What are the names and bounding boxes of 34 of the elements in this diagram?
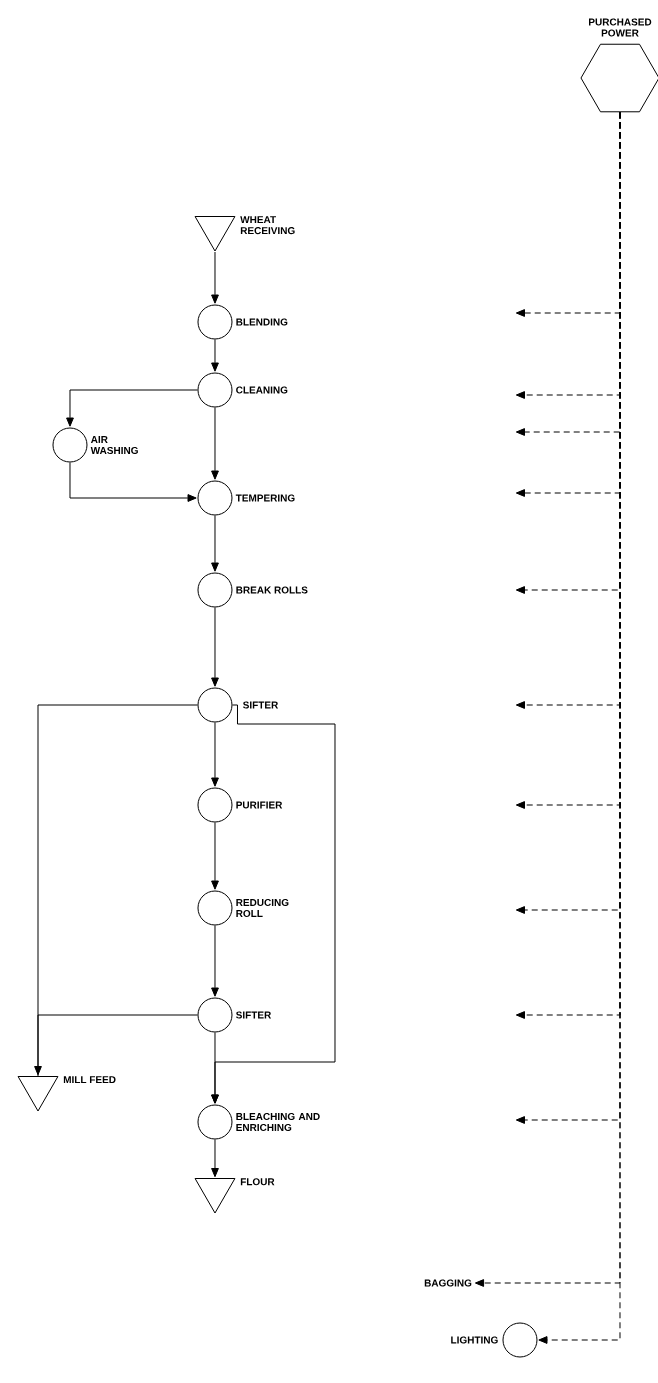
process-label: BAGGING [424,1279,472,1287]
arrow [34,1014,198,1076]
storage-triangle: FLOUR [194,1178,275,1214]
arrow [211,251,219,304]
arrow [211,822,219,890]
node-label: BREAK ROLLS [236,586,308,594]
node-label: LIGHTING [451,1336,498,1344]
node-label: PURIFIER [236,801,283,809]
arrow [211,722,219,787]
node-label: BLENDING [236,318,288,326]
supply-hexagon: PURCHASED POWER [580,18,658,113]
node-label: REDUCING ROLL [236,898,289,918]
node-label: BLEACHING AND ENRICHING [236,1112,320,1132]
node-label: FLOUR [240,1178,275,1186]
arrow [69,462,197,502]
arrow [211,607,219,687]
node-label: WHEAT RECEIVING [240,216,295,235]
arrow [211,407,219,480]
arrow [211,515,219,572]
node-label: PURCHASED POWER [589,18,652,37]
node-label: MILL FEED [63,1076,116,1084]
node-label: CLEANING [236,386,288,394]
storage-triangle: WHEAT RECEIVING [194,216,295,252]
node-label: TEMPERING [235,494,295,502]
storage-triangle: MILL FEED [17,1076,116,1112]
node-label: SIFTER [242,701,279,709]
node-label: SIFTER [235,1011,272,1019]
arrow [211,1032,219,1104]
arrow [211,1139,219,1178]
arrow [66,389,198,427]
arrow [538,111,621,1344]
arrow [211,925,219,997]
node-label: AIR WASHING [90,436,138,454]
arrow [211,339,219,372]
